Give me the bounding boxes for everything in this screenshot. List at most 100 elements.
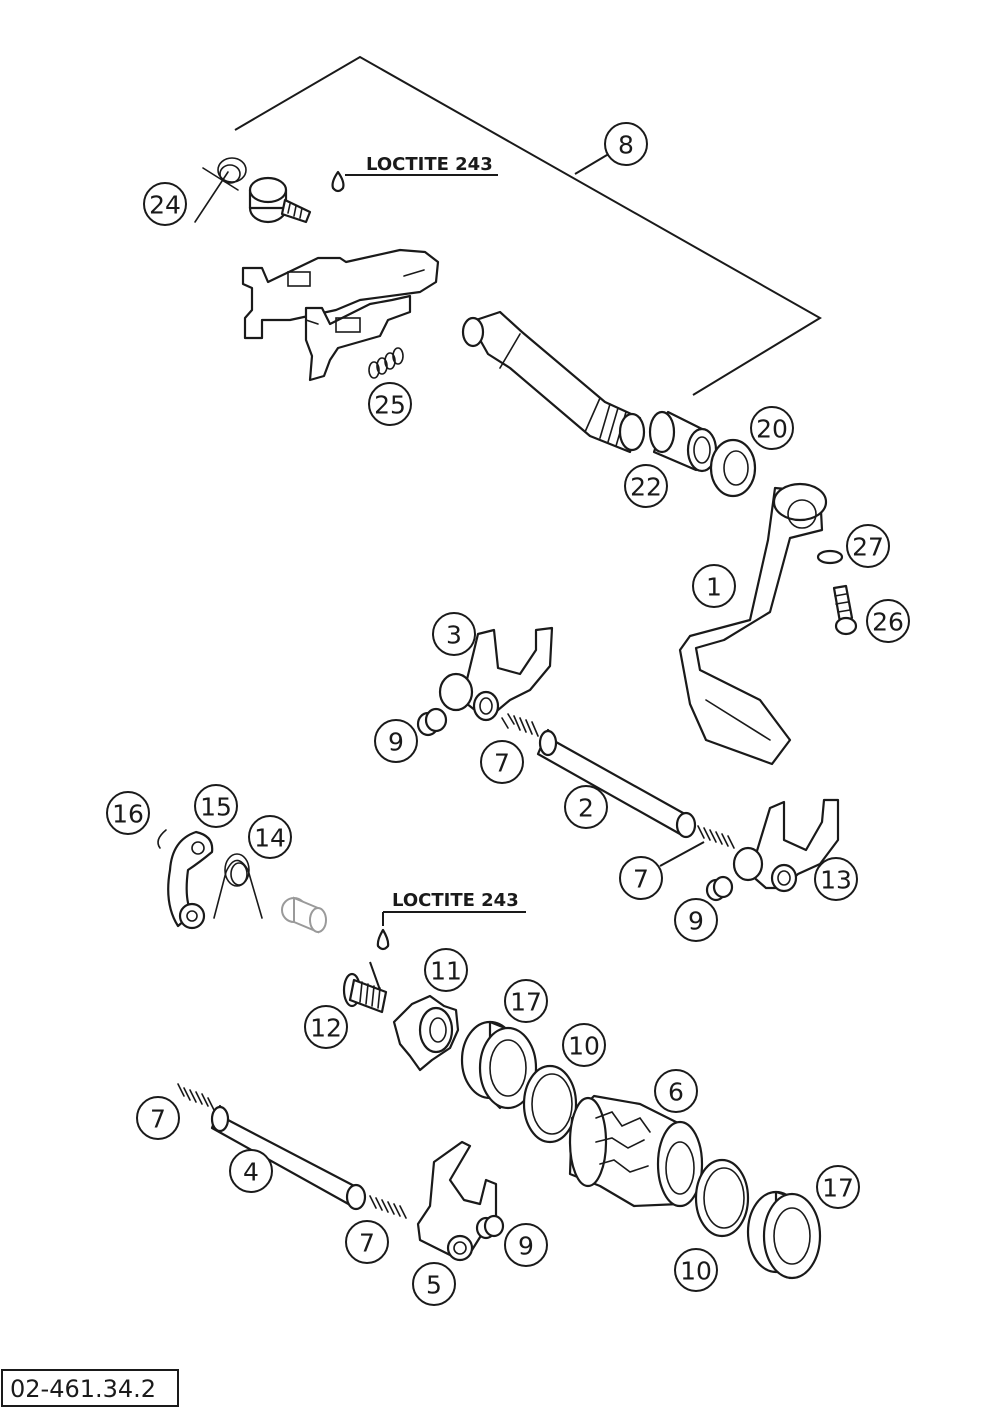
callout-1: 1 [692,564,736,608]
svg-text:4: 4 [243,1158,259,1187]
callout-7: 7 [136,1096,180,1140]
svg-text:1: 1 [706,573,722,602]
fork-rail-4 [210,1104,367,1211]
loctite-note-top: LOCTITE 243 [366,154,493,175]
screw-26 [832,584,858,636]
svg-text:12: 12 [310,1014,342,1043]
svg-text:11: 11 [430,957,462,986]
callout-leader-8 [574,151,613,175]
callout-17: 17 [504,979,548,1023]
callout-9: 9 [374,719,418,763]
callout-7: 7 [480,740,524,784]
svg-text:14: 14 [254,824,286,853]
svg-text:7: 7 [150,1105,166,1134]
svg-text:8: 8 [618,131,634,160]
callout-24: 24 [143,182,187,226]
svg-text:3: 3 [446,621,462,650]
detent-lever-15 [167,830,214,930]
svg-text:17: 17 [822,1174,854,1203]
svg-text:10: 10 [680,1257,712,1286]
shift-fork-5 [416,1140,498,1262]
svg-text:24: 24 [149,191,181,220]
callout-4: 4 [229,1149,273,1193]
screw-12 [342,972,388,1014]
callout-25: 25 [368,382,412,426]
callout-6: 6 [654,1069,698,1113]
svg-text:16: 16 [112,800,144,829]
loctite-note-mid: LOCTITE 243 [392,890,519,911]
svg-text:5: 5 [426,1271,442,1300]
svg-text:10: 10 [568,1032,600,1061]
needle-bush-22 [648,410,718,473]
svg-text:20: 20 [756,415,788,444]
svg-text:6: 6 [668,1078,684,1107]
callout-17: 17 [816,1165,860,1209]
svg-text:25: 25 [374,391,406,420]
spring-7a [501,713,539,737]
callout-10: 10 [562,1023,606,1067]
callout-13: 13 [814,857,858,901]
shift-plate-front [304,294,412,382]
loctite-drop-icon [376,928,390,951]
washer-20 [709,438,757,498]
spring-7c [177,1083,215,1111]
svg-text:7: 7 [494,749,510,778]
drawing-code-box: 02-461.34.2 [1,1369,179,1407]
roller-9c [475,1214,505,1240]
roller-9a [416,707,448,737]
shift-lever [678,482,828,766]
callout-5: 5 [412,1262,456,1306]
callout-leader-7b [659,841,705,867]
svg-text:15: 15 [200,793,232,822]
callout-12: 12 [304,1005,348,1049]
callout-16: 16 [106,791,150,835]
spring-7d [369,1195,407,1219]
callout-7: 7 [345,1220,389,1264]
callout-9: 9 [674,898,718,942]
lock-washer-27 [816,549,844,565]
spring-25 [368,347,404,379]
spring-7b [697,825,735,849]
svg-text:9: 9 [688,907,704,936]
callout-8: 8 [604,122,648,166]
svg-text:27: 27 [852,533,884,562]
fork-rail-2 [536,728,697,839]
callout-9: 9 [504,1223,548,1267]
callout-27: 27 [846,524,890,568]
callout-11: 11 [424,948,468,992]
callout-2: 2 [564,785,608,829]
shift-gate-11 [392,994,460,1072]
detent-bolt-ghost [281,896,327,934]
bearing-17a [460,1020,538,1110]
callout-7: 7 [619,856,663,900]
svg-text:13: 13 [820,866,852,895]
bearing-17b [746,1190,822,1280]
callout-10: 10 [674,1248,718,1292]
callout-3: 3 [432,612,476,656]
shim-10b [694,1158,750,1238]
callout-26: 26 [866,599,910,643]
callout-15: 15 [194,784,238,828]
shift-shaft [461,310,646,454]
spring-24 [194,157,247,223]
pivot-bolt [248,176,312,224]
svg-text:7: 7 [633,865,649,894]
svg-text:9: 9 [518,1232,534,1261]
assembly-bracket-line [234,55,822,396]
circlip-16 [157,829,167,849]
shift-fork-3 [438,626,554,722]
shim-10a [522,1064,578,1144]
roller-9b [705,875,734,902]
svg-text:17: 17 [510,988,542,1017]
svg-text:2: 2 [578,794,594,823]
svg-text:02-461.34.2: 02-461.34.2 [10,1375,156,1403]
loctite-drop-icon [331,170,345,193]
spring-14 [213,853,263,919]
callout-22: 22 [624,464,668,508]
callout-20: 20 [750,406,794,450]
callout-leader-12 [369,961,381,991]
shift-plate-rear [241,248,440,340]
svg-text:26: 26 [872,608,904,637]
svg-text:9: 9 [388,728,404,757]
